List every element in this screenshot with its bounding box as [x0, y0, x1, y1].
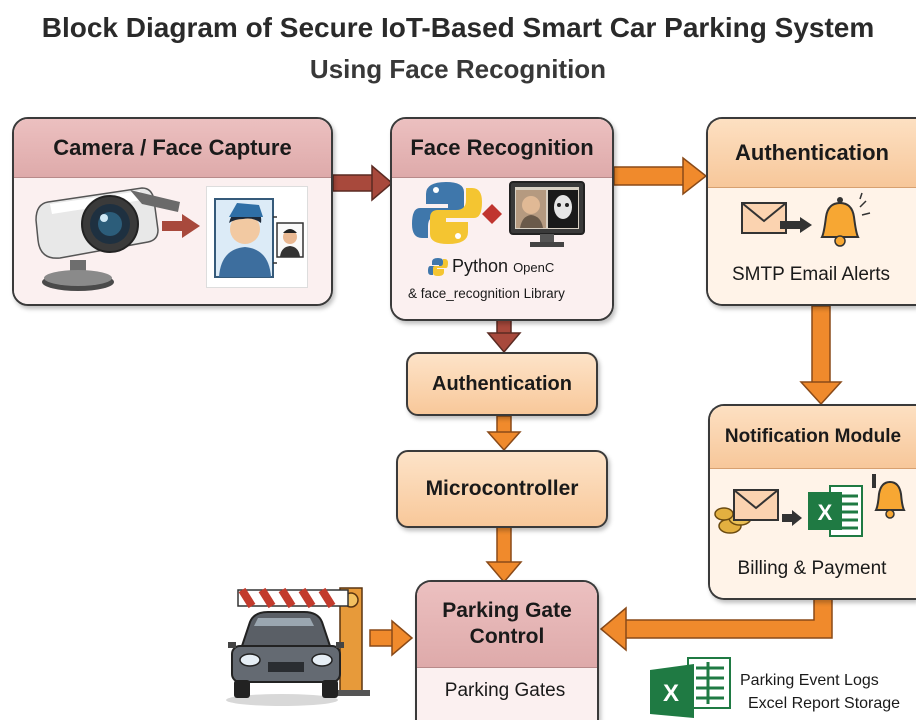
excel-report-storage-label: Excel Report Storage	[748, 695, 901, 712]
operator-avatar-icon	[214, 198, 304, 278]
authentication-alert-box: Authentication	[706, 117, 916, 306]
billing-icon-group: X	[714, 474, 906, 537]
python-label: Python OpenC	[452, 256, 554, 277]
face-monitor-icon	[509, 181, 585, 247]
notification-module-box-label: Notification Module	[710, 406, 916, 469]
authentication-box: Authentication	[406, 352, 598, 416]
arrow-auth-to-micro	[486, 415, 522, 452]
authentication-box-label: Authentication	[432, 373, 572, 395]
smtp-email-alerts-label: SMTP Email Alerts	[731, 264, 891, 285]
diagram-title: Block Diagram of Secure IoT-Based Smart …	[41, 12, 875, 43]
opencv-label-text: OpenC	[513, 260, 555, 275]
arrow-camera-to-face	[332, 164, 394, 202]
email-to-bell-icon-group	[741, 192, 871, 247]
face-recognition-box-label: Face Recognition	[392, 119, 612, 178]
arrow-auth-to-notification	[799, 305, 843, 406]
car-icon	[226, 611, 344, 706]
python-small-icon	[428, 258, 448, 276]
arrow-car-to-gate	[369, 619, 414, 657]
parking-event-logs-label: Parking Event Logs	[740, 672, 879, 689]
parking-gate-control-line2: Control	[469, 625, 545, 648]
arrow-right-icon	[780, 217, 812, 233]
arrow-face-to-auth-mid	[486, 319, 522, 354]
parking-gate-control-label: Parking Gate Control	[417, 582, 597, 668]
camera-box-label: Camera / Face Capture	[14, 119, 331, 178]
arrow-face-to-auth	[613, 156, 708, 196]
arrow-micro-to-gate	[485, 526, 523, 584]
diagram-subtitle: Using Face Recognition	[309, 54, 607, 84]
barrier-gate-icon	[237, 587, 370, 696]
connector-diamond-icon	[482, 204, 502, 224]
barrier-car-illustration	[226, 587, 370, 706]
camera-inner-arrow	[162, 214, 200, 238]
parking-gate-control-line1: Parking Gate	[442, 599, 572, 622]
arrow-right-icon	[782, 510, 802, 526]
excel-storage-icon: X	[650, 657, 731, 718]
microcontroller-box-label: Microcontroller	[425, 477, 579, 500]
parking-gate-control-box: Parking Gate Control	[415, 580, 599, 720]
excel-letter: X	[818, 500, 833, 525]
parking-gates-label: Parking Gates	[444, 680, 566, 701]
security-camera-icon	[35, 187, 180, 291]
envelope-icon	[733, 489, 779, 521]
bell-icon	[872, 474, 906, 519]
face-capture-card	[206, 186, 308, 288]
excel-storage-letter: X	[663, 680, 679, 707]
microcontroller-box: Microcontroller	[396, 450, 608, 528]
excel-icon	[808, 485, 863, 537]
python-logo-icon	[412, 182, 482, 244]
bell-icon	[820, 192, 871, 247]
envelope-icon	[741, 202, 787, 234]
python-label-text: Python	[452, 256, 509, 276]
authentication-alert-box-label: Authentication	[708, 119, 916, 188]
arrow-notification-to-gate	[599, 597, 833, 652]
billing-payment-label: Billing & Payment	[737, 558, 887, 579]
library-label: & face_recognition Library	[408, 286, 565, 301]
